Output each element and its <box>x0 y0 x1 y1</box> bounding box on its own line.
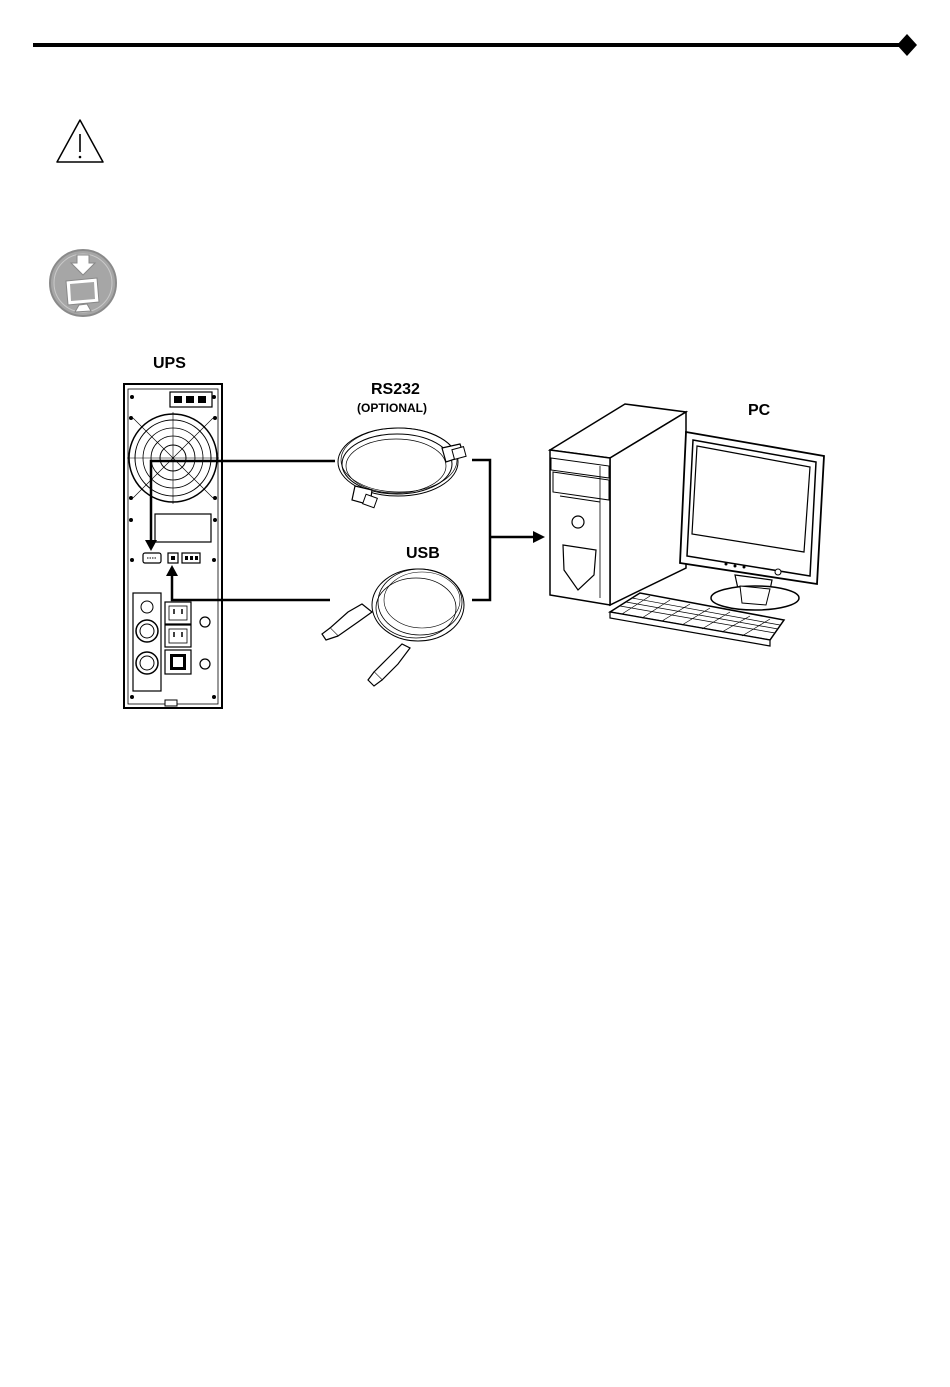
keyboard <box>0 0 950 760</box>
usb-label: USB <box>406 545 440 563</box>
rs232-optional-note: (OPTIONAL) <box>357 401 427 415</box>
pc-label: PC <box>748 402 770 420</box>
rs232-label: RS232 <box>371 381 420 399</box>
ups-label: UPS <box>153 355 186 373</box>
